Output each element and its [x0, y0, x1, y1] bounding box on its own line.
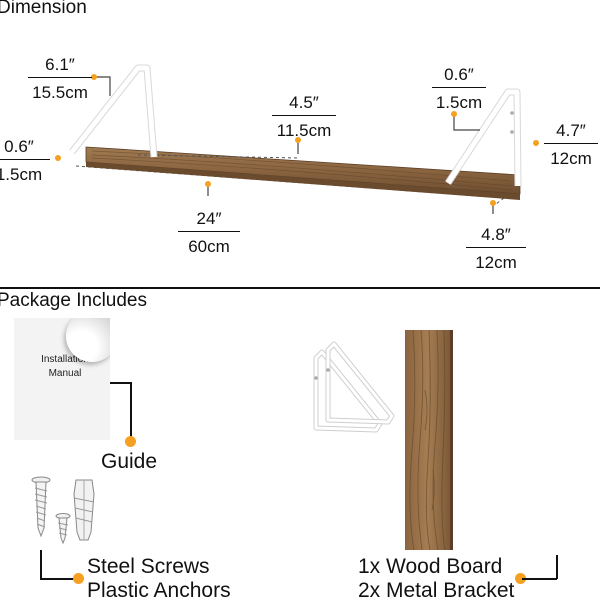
bracket-thickness-imperial: 0.6″	[432, 66, 486, 88]
bracket-height-dimension: 4.7″ 12cm	[544, 122, 598, 167]
board-length-dimension: 24″ 60cm	[178, 210, 240, 255]
board-thickness-dimension: 0.6″ 1.5cm	[0, 138, 50, 183]
anchor-icon	[73, 479, 95, 541]
board-marker	[515, 573, 526, 584]
steel-screws-label: Steel Screws	[87, 555, 210, 578]
bracket-thickness-metric: 1.5cm	[435, 93, 483, 112]
package-title: Package Includes	[0, 290, 147, 311]
board-connector-vertical	[556, 555, 558, 579]
manual-text: Installation Manual	[41, 354, 89, 379]
board-depth-imperial: 4.8″	[466, 226, 526, 248]
bracket-thickness-dimension: 0.6″ 1.5cm	[432, 66, 486, 111]
guide-label: Guide	[101, 450, 158, 473]
hardware-marker	[73, 573, 84, 584]
board-depth-metric: 12cm	[475, 253, 517, 272]
board-thickness-metric: 1.5cm	[0, 165, 43, 184]
metal-bracket-label: 2x Metal Bracket	[358, 579, 515, 603]
bracket-depth-dimension: 6.1″ 15.5cm	[28, 56, 92, 101]
bracket-height-imperial: 4.7″	[544, 122, 598, 144]
section-divider	[0, 287, 600, 289]
bracket-height-metric: 12cm	[550, 149, 592, 168]
board-depth-dimension: 4.8″ 12cm	[466, 226, 526, 271]
board-thickness-imperial: 0.6″	[0, 138, 50, 160]
plastic-anchors-label: Plastic Anchors	[87, 579, 231, 603]
shelf-illustration	[55, 64, 539, 214]
page-curl	[66, 318, 110, 362]
hardware-label: Steel Screws Plastic Anchors	[87, 555, 231, 603]
guide-marker	[125, 436, 136, 447]
screw-icon	[31, 476, 51, 538]
screws-anchors-image	[31, 476, 95, 545]
mid-width-dimension: 4.5″ 11.5cm	[272, 94, 336, 139]
bracket-depth-metric: 15.5cm	[32, 83, 88, 102]
mid-width-imperial: 4.5″	[272, 94, 336, 116]
mid-width-metric: 11.5cm	[276, 121, 332, 140]
wood-board-label: 1x Wood Board	[358, 555, 503, 578]
guide-connector-vertical	[130, 382, 132, 440]
guide-connector	[110, 382, 131, 384]
installation-manual-image: Installation Manual	[14, 318, 110, 440]
hardware-connector	[40, 578, 78, 580]
wood-board-image	[405, 330, 453, 550]
metal-brackets-image	[313, 341, 395, 433]
dimension-title: Dimension	[0, 0, 87, 18]
short-screw-icon	[55, 513, 71, 545]
board-length-metric: 60cm	[188, 237, 230, 256]
hardware-connector-vertical	[40, 550, 42, 579]
board-length-imperial: 24″	[178, 210, 240, 232]
board-bracket-label: 1x Wood Board 2x Metal Bracket	[358, 555, 514, 603]
bracket-depth-imperial: 6.1″	[28, 56, 92, 78]
board-connector	[522, 578, 557, 580]
